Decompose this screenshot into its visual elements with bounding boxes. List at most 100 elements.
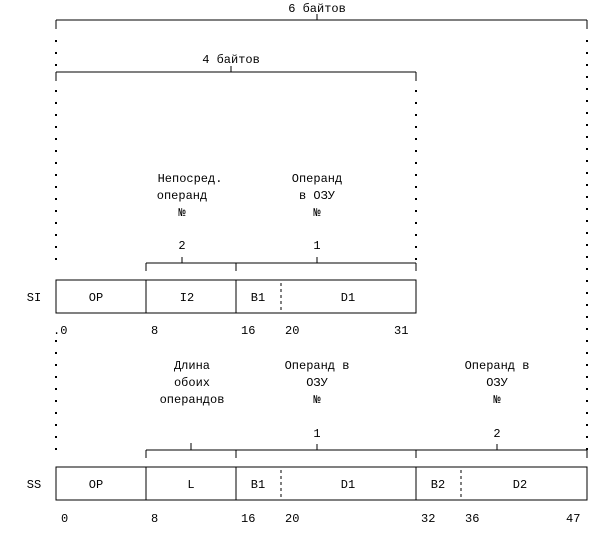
si-desc-memory-line3: № <box>313 206 321 220</box>
guide-dot <box>55 210 57 212</box>
ss-bit-16: 16 <box>241 512 255 526</box>
guide-dot <box>586 160 588 162</box>
guide-dot <box>586 412 588 414</box>
si-desc-immediate-line1: Непосред. <box>158 172 223 186</box>
guide-dot <box>586 388 588 390</box>
ss-field-op: OP <box>89 478 103 492</box>
guide-dot <box>55 102 57 104</box>
guide-dot <box>55 436 57 438</box>
guide-dot <box>586 76 588 78</box>
si-instruction-box: OP I2 B1 D1 <box>55 279 417 314</box>
si-desc-immediate: Непосред. операнд № 2 <box>157 172 223 253</box>
guide-dot <box>55 174 57 176</box>
guide-dot <box>415 210 417 212</box>
guide-dot <box>586 232 588 234</box>
ss-desc-length-line1: Длина <box>174 359 210 373</box>
si-field-brackets <box>145 257 417 271</box>
guide-dot <box>55 126 57 128</box>
guide-dot <box>415 102 417 104</box>
guide-dot <box>415 246 417 248</box>
guide-dot <box>586 88 588 90</box>
si-format-label: SI <box>27 291 41 305</box>
guide-dot <box>586 340 588 342</box>
four-bytes-bracket: 4 байтов <box>55 53 417 81</box>
guide-dot <box>586 280 588 282</box>
si-bit-31: 31 <box>394 324 408 338</box>
si-field-i2: I2 <box>180 291 194 305</box>
ss-field-b2: B2 <box>431 478 445 492</box>
ss-bit-8: 8 <box>151 512 158 526</box>
guide-dot <box>55 150 57 152</box>
guide-dot <box>55 258 57 260</box>
ss-bit-positions: 0 8 16 20 32 36 47 <box>61 512 580 526</box>
ss-desc-operand1-line2: ОЗУ <box>306 376 328 390</box>
ss-desc-operand2-line3: № <box>493 393 501 407</box>
guide-dot <box>55 64 57 66</box>
ss-bit-36: 36 <box>465 512 479 526</box>
guide-dot <box>586 148 588 150</box>
si-bit-16: 16 <box>241 324 255 338</box>
guide-dot <box>55 246 57 248</box>
guide-dot <box>586 328 588 330</box>
guide-dot <box>586 100 588 102</box>
guide-dot <box>415 234 417 236</box>
guide-dot <box>55 186 57 188</box>
ss-bit-32: 32 <box>421 512 435 526</box>
guide-dot <box>55 364 57 366</box>
guide-dot <box>586 244 588 246</box>
ss-desc-operand2-line1: Операнд в <box>465 359 530 373</box>
guide-dot <box>55 114 57 116</box>
ss-desc-operand2-line2: ОЗУ <box>486 376 508 390</box>
guide-dot <box>586 256 588 258</box>
si-desc-immediate-line2: операнд <box>157 189 207 203</box>
si-bit-20: 20 <box>285 324 299 338</box>
ss-desc-length: Длина обоих операндов <box>160 359 225 407</box>
guide-dot <box>55 234 57 236</box>
si-bit-8: 8 <box>151 324 158 338</box>
guide-dot <box>586 172 588 174</box>
guide-dot <box>586 292 588 294</box>
guide-dot <box>586 112 588 114</box>
guide-dot <box>415 90 417 92</box>
guide-dot <box>415 222 417 224</box>
ss-bit-47: 47 <box>566 512 580 526</box>
ss-field-l: L <box>187 478 194 492</box>
guide-dot <box>415 114 417 116</box>
guide-dot <box>586 316 588 318</box>
ss-desc-operand2-number: 2 <box>493 427 500 441</box>
guide-dot <box>415 186 417 188</box>
si-desc-immediate-number: 2 <box>178 239 185 253</box>
si-field-op: OP <box>89 291 103 305</box>
guide-dot <box>415 150 417 152</box>
si-desc-immediate-line3: № <box>178 206 186 220</box>
guide-dot <box>586 400 588 402</box>
four-bytes-label: 4 байтов <box>202 53 260 67</box>
ss-instruction-box: OP L B1 D1 B2 D2 <box>55 466 588 501</box>
guide-dot <box>586 196 588 198</box>
si-bit-0: .0 <box>53 324 67 338</box>
dotted-guides <box>55 40 588 450</box>
guide-dot <box>415 198 417 200</box>
guide-dot <box>586 64 588 66</box>
guide-dot <box>586 364 588 366</box>
ss-desc-length-line2: обоих <box>174 376 210 390</box>
guide-dot <box>55 162 57 164</box>
guide-dot <box>55 340 57 342</box>
guide-dot <box>586 376 588 378</box>
si-bit-positions: .0 8 16 20 31 <box>53 324 408 338</box>
guide-dot <box>55 352 57 354</box>
guide-dot <box>586 268 588 270</box>
guide-dot <box>586 208 588 210</box>
guide-dot <box>586 352 588 354</box>
guide-dot <box>55 424 57 426</box>
guide-dot <box>586 184 588 186</box>
ss-desc-operand2: Операнд в ОЗУ № 2 <box>465 359 530 441</box>
ss-field-d2: D2 <box>513 478 527 492</box>
ss-bit-0: 0 <box>61 512 68 526</box>
guide-dot <box>55 376 57 378</box>
ss-field-brackets <box>145 443 588 458</box>
guide-dot <box>55 52 57 54</box>
guide-dot <box>586 424 588 426</box>
si-desc-memory-line1: Операнд <box>292 172 342 186</box>
guide-dot <box>415 258 417 260</box>
